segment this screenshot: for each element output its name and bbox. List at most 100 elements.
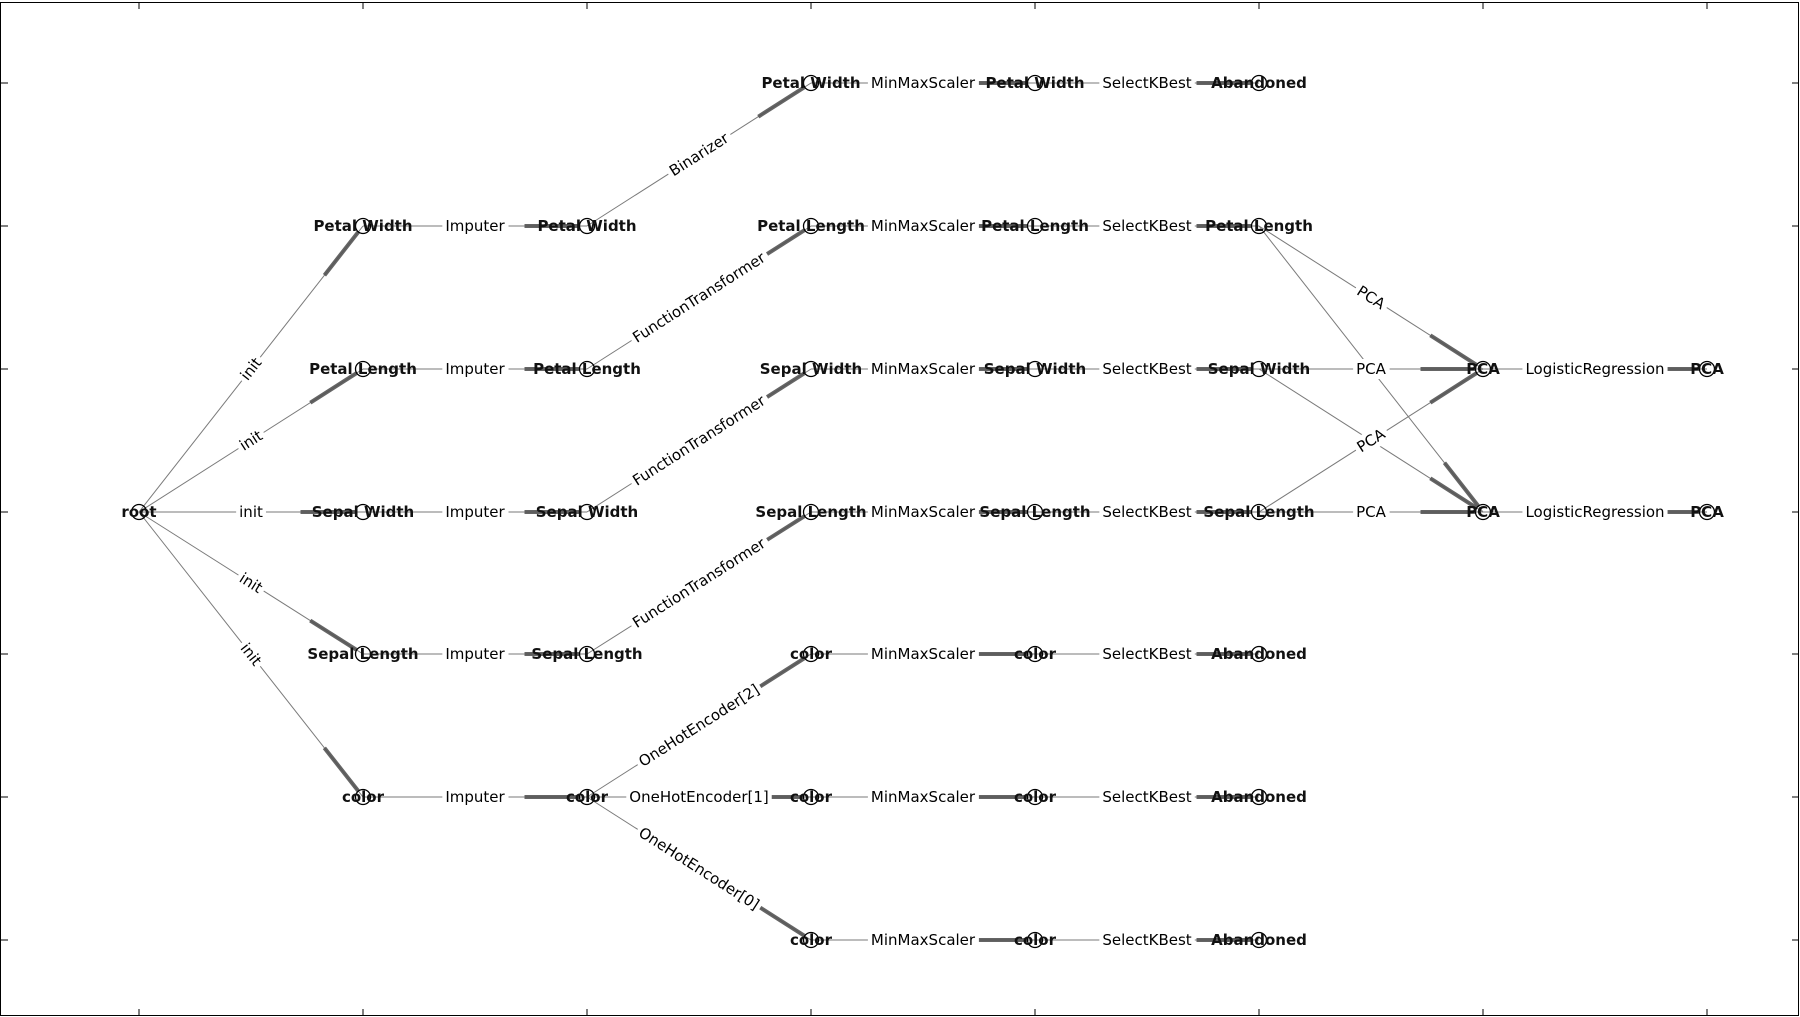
edge-arrow [1442, 461, 1480, 508]
edge-label-bg [1099, 359, 1195, 379]
node-sepal-width: Sepal Width [312, 503, 414, 521]
node-circle [578, 503, 596, 521]
node-abandoned: Abandoned [1211, 788, 1307, 806]
edge-label-bg [1350, 279, 1393, 316]
edge-label-bg [632, 677, 766, 774]
node-sepal-width: Sepal Width [536, 503, 638, 521]
node-circle [802, 74, 820, 92]
edge-label-minmaxscaler: MinMaxScaler [867, 644, 979, 664]
edge-label-onehotencoder-1: OneHotEncoder[1] [626, 787, 772, 807]
node-pca: PCA [1466, 503, 1500, 521]
edge-label-bg [442, 644, 509, 664]
node-label: PCA [1466, 360, 1500, 378]
node-circle [1474, 360, 1492, 378]
node-circle [578, 645, 596, 663]
node-petal-length: Petal Length [533, 360, 641, 378]
node-sepal-length: Sepal Length [531, 645, 642, 663]
node-circle [1026, 503, 1044, 521]
edge-label-bg [867, 216, 979, 236]
node-sepal-length: Sepal Length [755, 503, 866, 521]
edge-label-imputer: Imputer [442, 502, 509, 522]
node-label: Sepal Length [1203, 503, 1314, 521]
node-circle [354, 645, 372, 663]
node-circle [1698, 503, 1716, 521]
edge-label-selectkbest: SelectKBest [1099, 930, 1195, 950]
node-label: Sepal Width [760, 360, 862, 378]
edge-label-text: MinMaxScaler [871, 931, 976, 949]
node-abandoned: Abandoned [1211, 74, 1307, 92]
node-circle [802, 360, 820, 378]
node-petal-length: Petal Length [981, 217, 1089, 235]
edge-label-text: SelectKBest [1102, 788, 1191, 806]
node-label: Sepal Length [307, 645, 418, 663]
node-label: Petal Length [757, 217, 865, 235]
edge-label-bg [1099, 930, 1195, 950]
edge-arrow [309, 371, 358, 405]
edge-label-text: MinMaxScaler [871, 645, 976, 663]
node-label: Petal Width [761, 74, 860, 92]
node-label: Abandoned [1211, 645, 1307, 663]
edge-label-selectkbest: SelectKBest [1099, 644, 1195, 664]
edge-label-logisticregression: LogisticRegression [1522, 502, 1668, 522]
node-sepal-length: Sepal Length [1203, 503, 1314, 521]
edge-label-bg [1522, 359, 1668, 379]
edge-arrow [1429, 476, 1478, 510]
edge-label-bg [1522, 502, 1668, 522]
node-circle [1026, 788, 1044, 806]
edge-label-logisticregression: LogisticRegression [1522, 359, 1668, 379]
edge-label-bg [867, 787, 979, 807]
node-label: Sepal Width [312, 503, 414, 521]
edge-arrow [757, 656, 806, 690]
node-circle [354, 217, 372, 235]
node-color: color [342, 788, 385, 806]
edge-label-minmaxscaler: MinMaxScaler [867, 930, 979, 950]
node-label: Sepal Length [531, 645, 642, 663]
node-petal-width: Petal Width [761, 74, 860, 92]
node-circle [354, 788, 372, 806]
edge-label-selectkbest: SelectKBest [1099, 73, 1195, 93]
edge-label-bg [1353, 359, 1390, 379]
node-petal-length: Petal Length [1205, 217, 1313, 235]
edge-label-bg [1353, 502, 1390, 522]
node-label: color [790, 931, 833, 949]
edge-label-text: Imputer [445, 360, 505, 378]
edge-label-text: Imputer [445, 788, 505, 806]
node-color: color [790, 645, 833, 663]
node-circle [1250, 645, 1268, 663]
edge-label-imputer: Imputer [442, 787, 509, 807]
node-circle [1026, 645, 1044, 663]
edge-label-bg [867, 930, 979, 950]
edge-label-imputer: Imputer [442, 359, 509, 379]
node-sepal-length: Sepal Length [307, 645, 418, 663]
edge-label-text: OneHotEncoder[1] [629, 788, 768, 806]
edge-label-bg [442, 359, 509, 379]
node-petal-length: Petal Length [309, 360, 417, 378]
node-sepal-width: Sepal Width [760, 360, 862, 378]
edge-label-bg [626, 531, 773, 635]
edge-label-text: MinMaxScaler [871, 74, 976, 92]
node-label: Abandoned [1211, 788, 1307, 806]
edge-label-text: Imputer [445, 645, 505, 663]
node-label: Petal Length [309, 360, 417, 378]
edge-label-bg [626, 388, 773, 492]
node-label: color [342, 788, 385, 806]
edge-label-text: SelectKBest [1102, 74, 1191, 92]
node-circle [1250, 788, 1268, 806]
edge-label-pca: PCA [1353, 502, 1390, 522]
node-label: color [566, 788, 609, 806]
node-pca: PCA [1466, 360, 1500, 378]
arrows-layer [300, 81, 1700, 942]
node-color: color [566, 788, 609, 806]
edge-label-bg [1099, 787, 1195, 807]
edge-label-imputer: Imputer [442, 216, 509, 236]
edge-label-text: MinMaxScaler [871, 788, 976, 806]
node-circle [578, 360, 596, 378]
node-color: color [1014, 788, 1057, 806]
node-label: Sepal Width [1208, 360, 1310, 378]
edge-label-minmaxscaler: MinMaxScaler [867, 787, 979, 807]
edge-label-bg [1099, 644, 1195, 664]
node-label: root [121, 503, 156, 521]
node-label: Abandoned [1211, 74, 1307, 92]
edge-label-pca: PCA [1353, 359, 1390, 379]
